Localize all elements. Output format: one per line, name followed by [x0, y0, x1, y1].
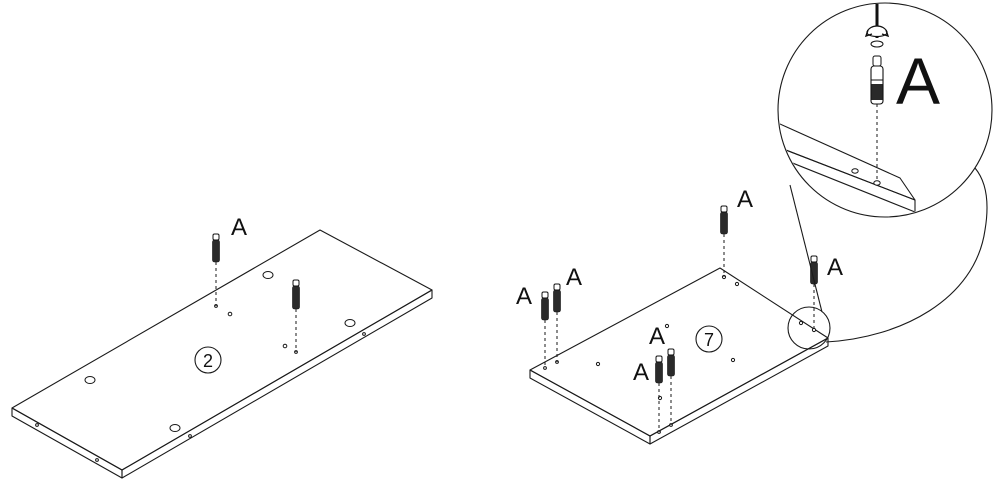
small-hole	[595, 361, 601, 367]
zoom-connector	[789, 184, 823, 313]
part-label-a: A	[737, 186, 753, 213]
panel-2-right-edge	[121, 289, 433, 479]
panel-2: 2 A	[11, 214, 433, 479]
dowel-pin	[810, 255, 818, 330]
panel-7: 7 A A A A	[516, 186, 843, 445]
panel-7-right-edge	[649, 337, 829, 445]
zoom-hole	[851, 168, 859, 174]
zoom-source-circle	[787, 306, 831, 350]
small-hole	[798, 320, 804, 326]
dowel-pin	[541, 291, 549, 368]
dowel-pin	[292, 279, 300, 352]
zoom-hole	[873, 180, 881, 186]
zoom-panel-edge	[779, 139, 916, 213]
panel-2-top	[11, 229, 433, 471]
small-hole	[664, 323, 670, 329]
panel-number-circle	[194, 346, 222, 374]
edge-hole	[95, 458, 99, 462]
edge-hole	[543, 366, 547, 370]
small-hole	[730, 357, 736, 363]
panel-number-label: 2	[203, 351, 213, 371]
edge-hole	[188, 434, 192, 438]
part-label-a: A	[231, 214, 247, 241]
panel-number-label: 7	[704, 330, 714, 350]
dowel-pin	[667, 348, 675, 425]
panel-7-top	[529, 267, 829, 437]
hole	[169, 424, 181, 432]
dowel-pin	[212, 233, 220, 306]
part-label-a: A	[827, 254, 843, 281]
panel-7-front-edge	[529, 369, 651, 445]
zoom-connector	[825, 167, 988, 343]
zoom-part-label-a: A	[896, 44, 940, 118]
zoom-detail: A	[777, 2, 993, 343]
part-label-a: A	[516, 283, 532, 310]
hole	[84, 376, 96, 384]
zoom-dowel-pin	[870, 55, 884, 105]
part-label-a: A	[649, 323, 665, 350]
dowel-pin	[655, 355, 663, 432]
dowel-pin	[553, 283, 561, 362]
edge-hole	[362, 332, 366, 336]
edge-hole	[35, 423, 39, 427]
panel-2-front-edge	[11, 407, 123, 479]
zoom-panel-top	[779, 114, 916, 201]
small-hole	[282, 343, 288, 349]
panel-number-circle	[695, 325, 723, 353]
hole	[262, 271, 274, 279]
zoom-circle	[777, 2, 993, 218]
small-hole	[734, 281, 740, 287]
part-label-a: A	[633, 359, 649, 386]
screwdriver-icon	[864, 4, 890, 48]
hole	[344, 319, 356, 327]
small-hole	[227, 311, 233, 317]
part-label-a: A	[566, 264, 582, 291]
dowel-pin	[720, 205, 728, 277]
